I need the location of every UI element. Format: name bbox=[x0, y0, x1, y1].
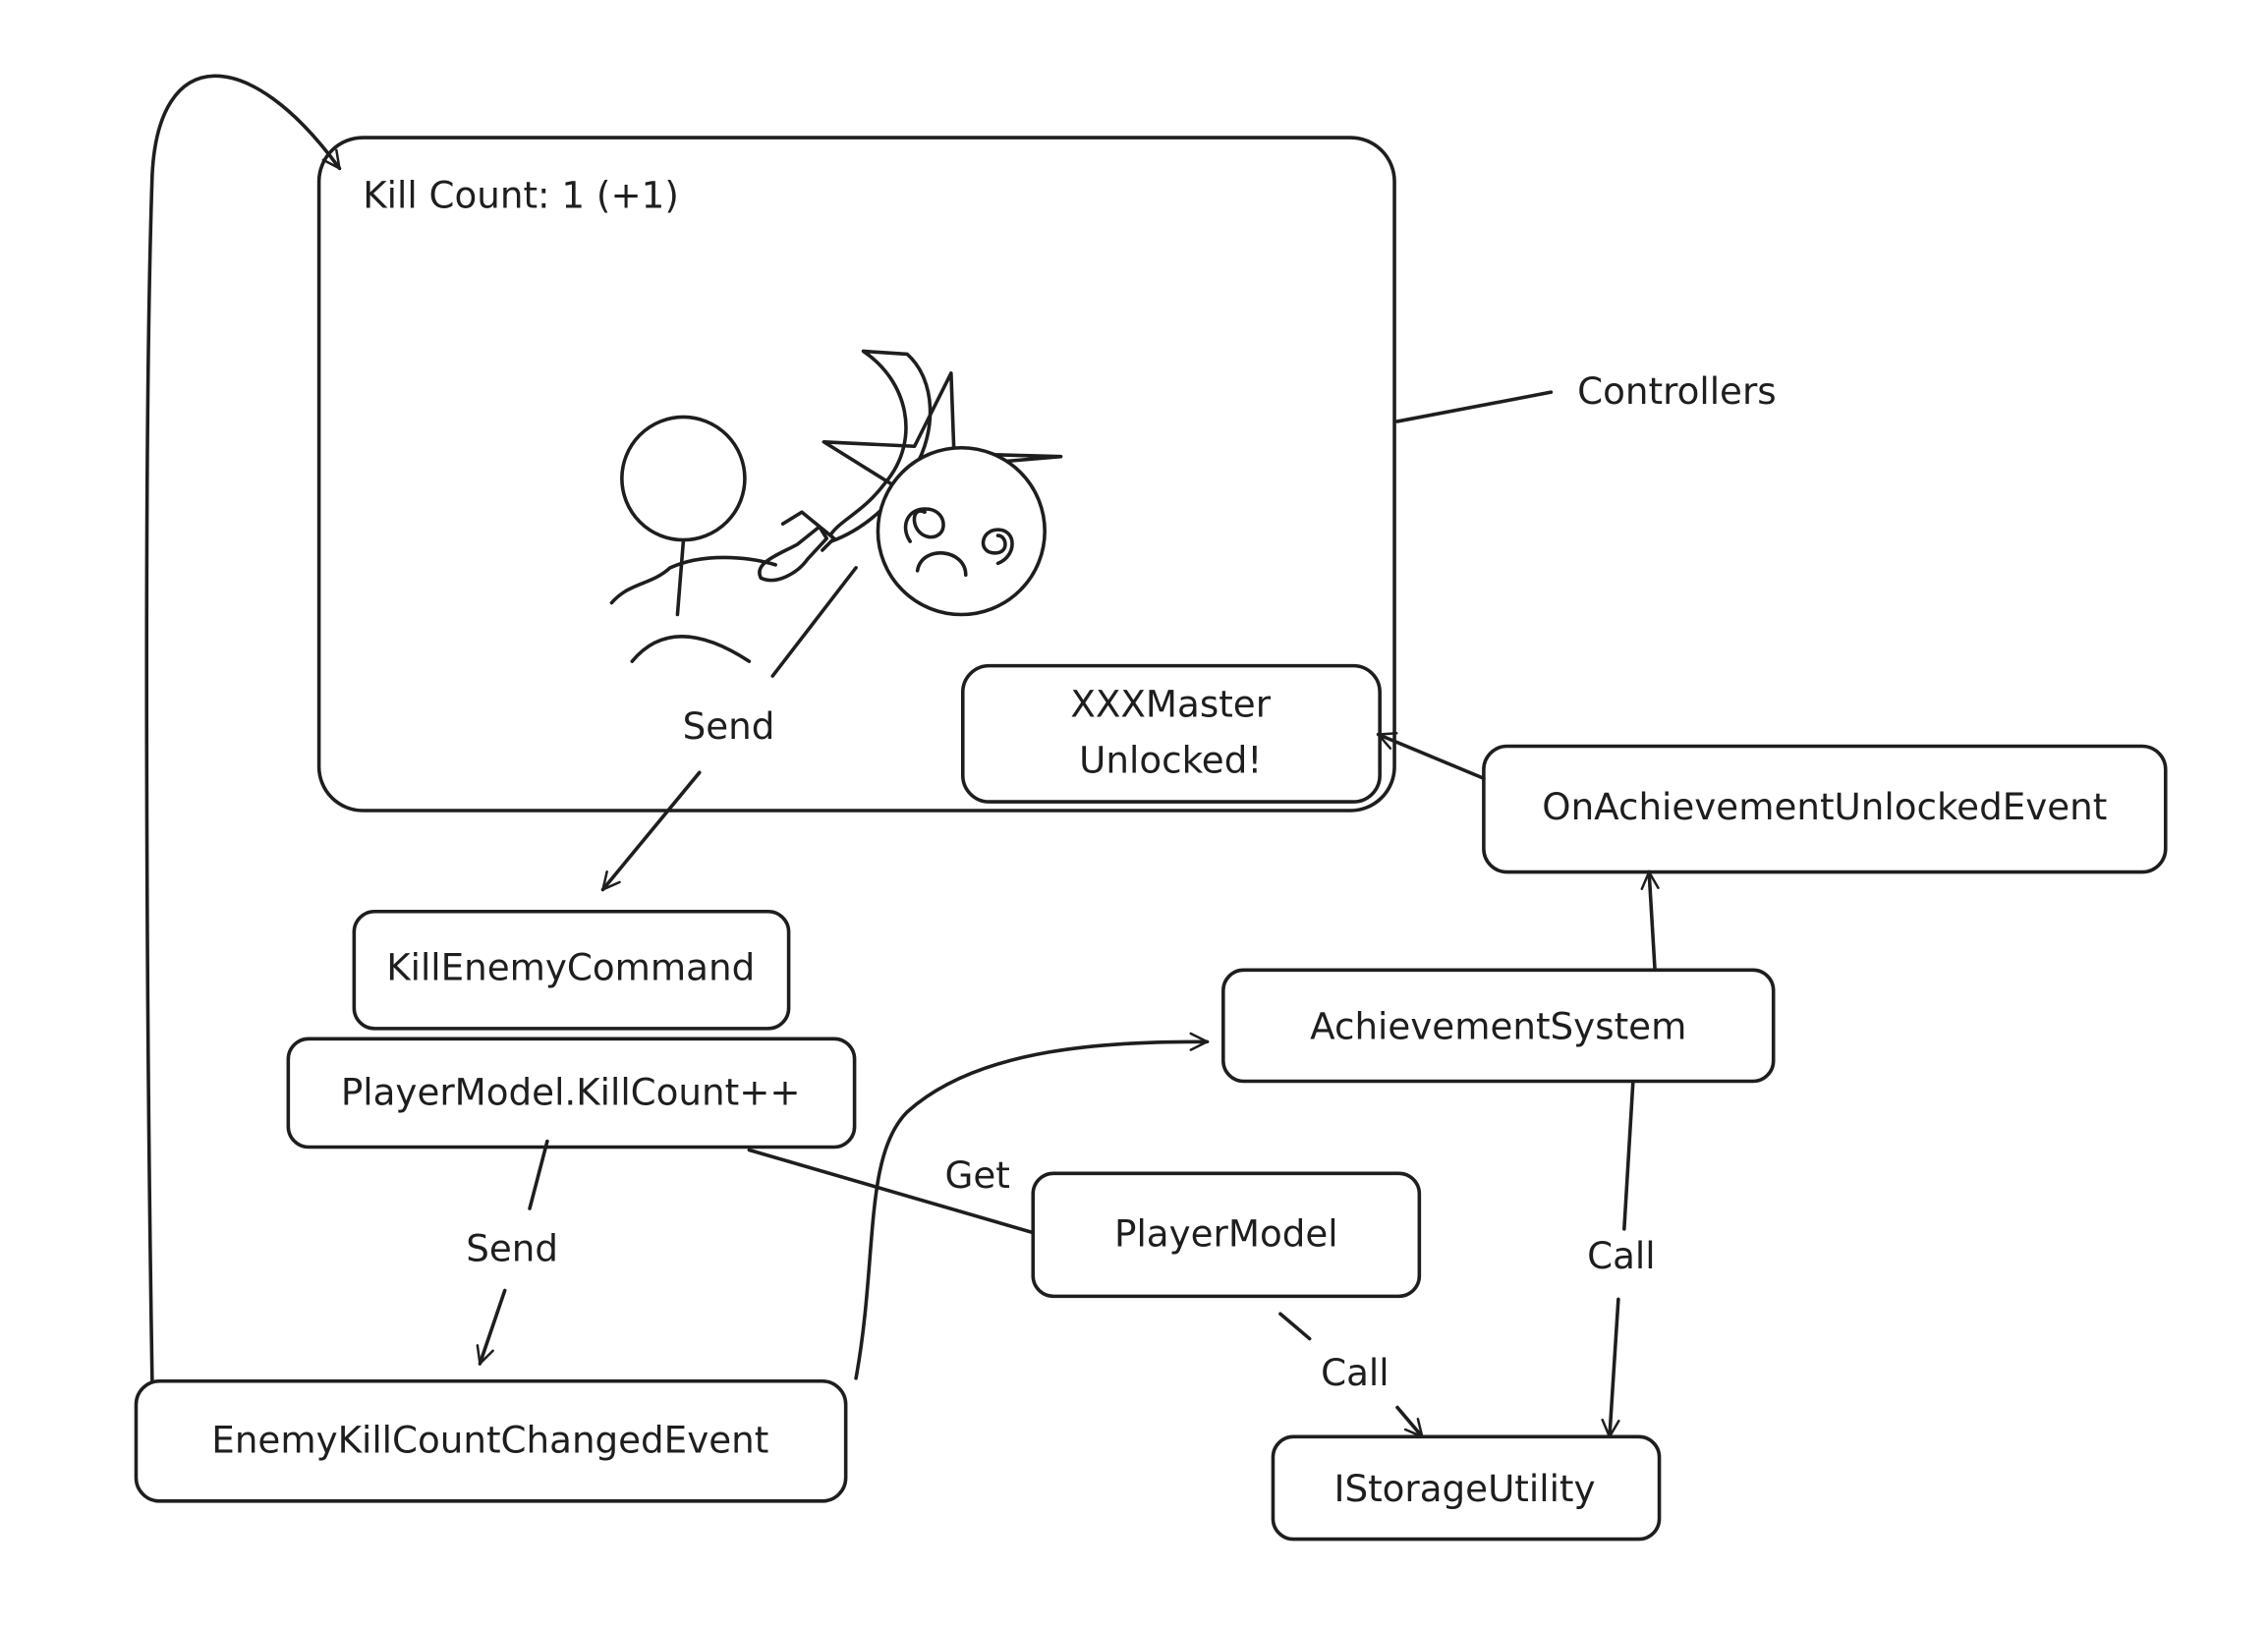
arrow-call-storage-1 bbox=[1395, 1405, 1422, 1437]
enemy-figure bbox=[876, 445, 1047, 617]
kill-enemy-command-node: KillEnemyCommand bbox=[352, 909, 791, 1031]
controllers-label: Controllers bbox=[1577, 369, 1776, 413]
node-label: IStorageUtility bbox=[1333, 1467, 1595, 1510]
on-achievement-unlocked-event-node: OnAchievementUnlockedEvent bbox=[1482, 744, 2168, 874]
enemy-kill-count-changed-event-node: EnemyKillCountChangedEvent bbox=[134, 1378, 848, 1503]
player-model-killcount-node: PlayerModel.KillCount++ bbox=[286, 1037, 857, 1150]
call-line-top bbox=[1278, 1312, 1312, 1341]
send-event-label: Send bbox=[466, 1227, 558, 1270]
send-line-top-2 bbox=[528, 1139, 549, 1210]
arrow-send-event bbox=[480, 1288, 507, 1363]
arrow-event-to-achievement-system bbox=[854, 1041, 1207, 1380]
popup-line-2: Unlocked! bbox=[1079, 738, 1262, 781]
achievement-system-node: AchievementSystem bbox=[1221, 968, 1776, 1084]
controllers-leader-line bbox=[1395, 390, 1554, 423]
arrow-send-command bbox=[600, 770, 702, 889]
node-label: KillEnemyCommand bbox=[386, 946, 755, 989]
get-label: Get bbox=[945, 1153, 1010, 1197]
arrow-achievement-to-event bbox=[1649, 872, 1655, 973]
arrow-call-storage-2 bbox=[1610, 1297, 1620, 1436]
call-line-top-2 bbox=[1622, 1081, 1635, 1231]
node-label: EnemyKillCountChangedEvent bbox=[211, 1419, 768, 1462]
node-label: PlayerModel bbox=[1114, 1212, 1338, 1256]
node-label: AchievementSystem bbox=[1310, 1004, 1686, 1047]
send-command-label: Send bbox=[683, 704, 775, 748]
istorage-utility-node: IStorageUtility bbox=[1271, 1434, 1662, 1542]
arrow-event-to-popup bbox=[1379, 735, 1486, 781]
achievement-unlocked-popup: XXXMaster Unlocked! bbox=[960, 663, 1382, 804]
get-line bbox=[747, 1148, 1052, 1240]
call-player-model-label: Call bbox=[1321, 1351, 1389, 1394]
controllers-box: Kill Count: 1 (+1) bbox=[316, 136, 1396, 813]
call-achievement-label: Call bbox=[1587, 1234, 1655, 1277]
node-label: PlayerModel.KillCount++ bbox=[341, 1070, 801, 1113]
kill-count-label: Kill Count: 1 (+1) bbox=[363, 174, 679, 217]
popup-line-1: XXXMaster bbox=[1070, 683, 1271, 726]
send-line-top bbox=[770, 566, 858, 678]
node-label: OnAchievementUnlockedEvent bbox=[1542, 785, 2107, 828]
arrow-event-to-controllers bbox=[144, 74, 342, 1383]
player-model-node: PlayerModel bbox=[1031, 1171, 1422, 1299]
player-figure bbox=[609, 415, 777, 663]
